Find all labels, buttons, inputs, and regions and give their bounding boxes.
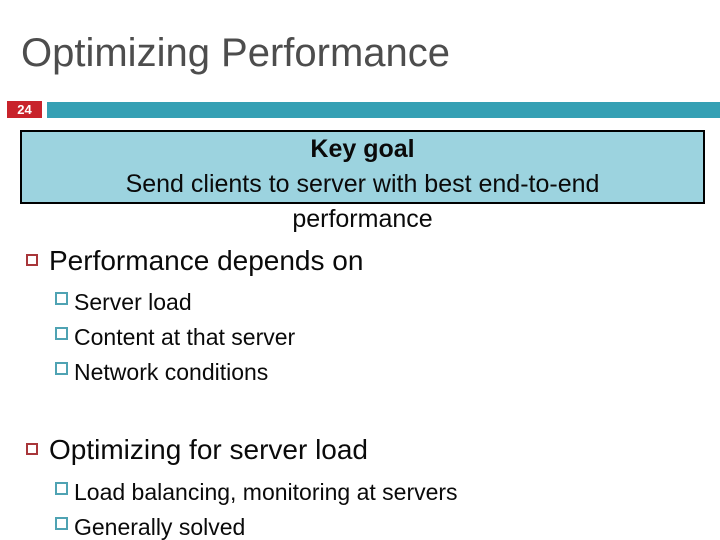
square-bullet-icon <box>55 292 68 305</box>
bullet-text: Server load <box>74 289 192 315</box>
bullet-text: Optimizing for server load <box>49 434 369 465</box>
key-goal-body-line: Send clients to server with best end-to-… <box>125 170 600 198</box>
square-bullet-icon <box>55 482 68 495</box>
bullet-item: Generally solved <box>0 512 245 540</box>
square-bullet-icon <box>26 443 38 455</box>
square-bullet-icon <box>26 254 38 266</box>
accent-bar <box>47 102 720 118</box>
bullet-item: Server load <box>0 287 192 317</box>
bullet-item: Performance depends on <box>0 246 363 276</box>
square-bullet-icon <box>55 362 68 375</box>
bullet-text: Load balancing, monitoring at servers <box>74 479 458 505</box>
page-number-text: 24 <box>17 102 32 117</box>
square-bullet-icon <box>55 517 68 530</box>
bullet-text: Content at that server <box>74 324 296 350</box>
bullet-item: Optimizing for server load <box>0 435 368 465</box>
bullet-text: Network conditions <box>74 359 269 385</box>
slide-title: Optimizing Performance <box>21 31 451 75</box>
key-goal-overflow-line: performance <box>292 205 433 233</box>
key-goal-heading: Key goal <box>310 135 415 163</box>
bullet-item: Network conditions <box>0 357 268 387</box>
square-bullet-icon <box>55 327 68 340</box>
page-number-badge: 24 <box>7 101 42 118</box>
bullet-text: Generally solved <box>74 514 246 540</box>
bullet-text: Performance depends on <box>49 245 364 276</box>
bullet-item: Content at that server <box>0 322 295 352</box>
key-goal-box: Key goal Send clients to server with bes… <box>20 130 705 233</box>
bullet-item: Load balancing, monitoring at servers <box>0 477 458 507</box>
